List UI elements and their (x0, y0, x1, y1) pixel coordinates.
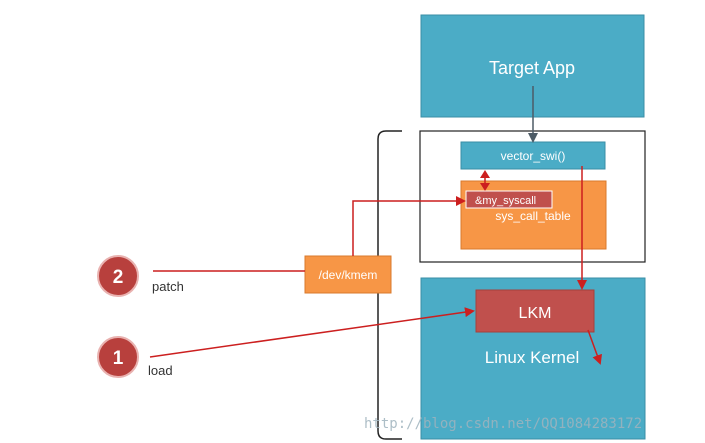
linux-kernel-box: Linux Kernel (420, 277, 646, 440)
sys-call-table-label: sys_call_table (495, 209, 571, 223)
vector-swi-label: vector_swi() (501, 149, 566, 163)
vector-swi-box: vector_swi() (460, 141, 606, 170)
lkm-exit-arrow (587, 329, 602, 365)
my-syscall-label: &my_syscall (475, 195, 536, 207)
lkm-box: LKM (475, 289, 595, 333)
linux-kernel-label: Linux Kernel (485, 348, 580, 367)
dev-kmem-box: /dev/kmem (304, 255, 392, 294)
dev-kmem-label: /dev/kmem (319, 268, 378, 282)
step-1-number: 1 (113, 348, 124, 369)
patch-label: patch (152, 279, 184, 294)
step-2-marker: 2 (97, 255, 139, 297)
load-arrow (149, 307, 475, 358)
vector-syscall-double-arrow (480, 170, 490, 191)
kmem-to-syscall-arrow (352, 196, 466, 256)
my-syscall-box: &my_syscall (465, 190, 553, 209)
step-2-number: 2 (113, 267, 124, 288)
watermark-text: http://blog.csdn.net/QQ1084283172 (364, 416, 642, 432)
step-1-marker: 1 (97, 336, 139, 378)
target-app-label: Target App (489, 58, 575, 78)
load-label: load (148, 363, 173, 378)
lkm-label: LKM (519, 305, 552, 322)
